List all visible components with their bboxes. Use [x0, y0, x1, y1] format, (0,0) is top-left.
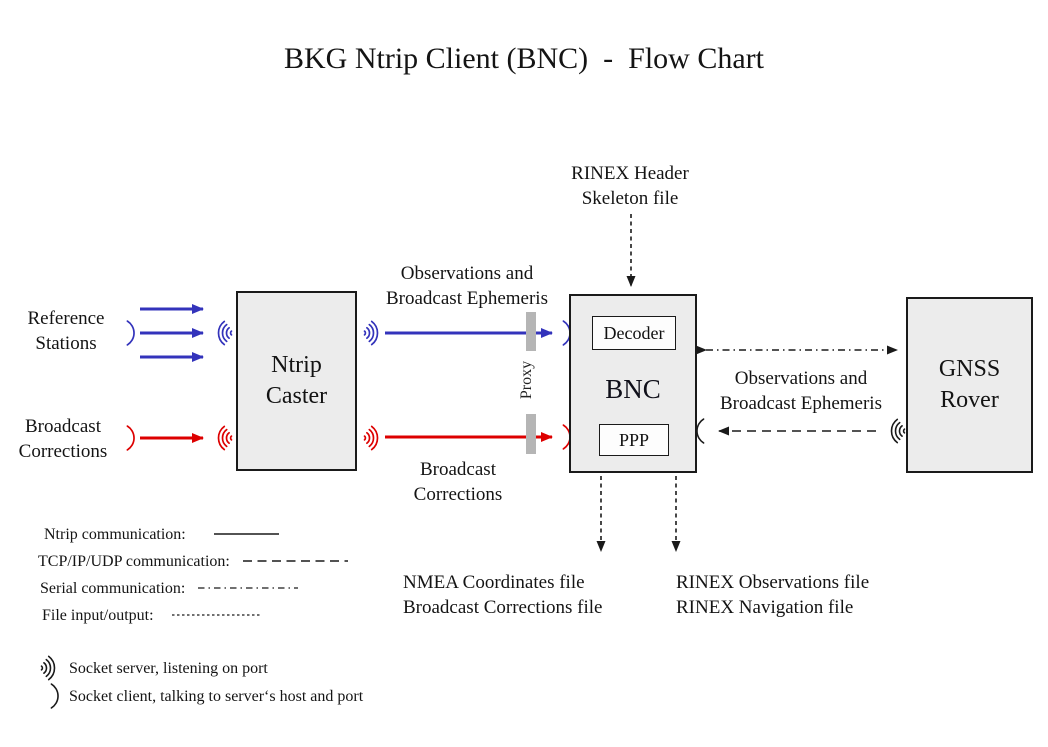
proxy-label: Proxy [518, 360, 535, 400]
bnc-label: BNC [605, 374, 661, 404]
page-title: BKG Ntrip Client (BNC) - Flow Chart [284, 42, 764, 75]
socket-server-icon [40, 655, 56, 681]
node-label: GNSS [938, 356, 1001, 382]
node-label: Rover [940, 387, 999, 413]
node-gnss-rover: GNSS Rover [906, 297, 1033, 473]
node-label: Ntrip [271, 352, 322, 378]
socket-server-icon [363, 320, 379, 346]
label-rinex-output-files: RINEX Observations file RINEX Navigation… [676, 572, 870, 618]
legend-socket-server: Socket server, listening on port [69, 660, 268, 677]
node-label: PPP [618, 429, 650, 450]
node-ntrip-caster: Ntrip Caster [236, 291, 357, 471]
node-label: Decoder [603, 322, 665, 343]
socket-server-icon [217, 425, 233, 451]
legend-socket-client: Socket client, talking to server‘s host … [69, 688, 364, 705]
label-observations-ephemeris-right: Observations and Broadcast Ephemeris [720, 368, 882, 414]
socket-server-icon [890, 418, 906, 444]
label-broadcast-corrections-mid: Broadcast Corrections [413, 459, 503, 505]
socket-client-icon [696, 418, 705, 444]
socket-client-icon [50, 683, 59, 709]
node-ppp: PPP [599, 424, 669, 456]
arrows-reference-to-caster [140, 304, 204, 362]
legend-item-file-io: File input/output: [42, 607, 154, 624]
socket-client-icon [126, 425, 135, 451]
label-broadcast-corrections-source: Broadcast Corrections [18, 416, 108, 462]
node-label: Caster [265, 383, 328, 409]
label-nmea-output-files: NMEA Coordinates file Broadcast Correcti… [403, 572, 603, 618]
label-observations-ephemeris-top: Observations and Broadcast Ephemeris [386, 263, 548, 309]
legend-item-serial: Serial communication: [40, 580, 186, 597]
label-reference-stations: Reference Stations [27, 308, 105, 354]
legend-item-ntrip: Ntrip communication: [44, 526, 186, 543]
legend-item-tcp: TCP/IP/UDP communication: [38, 553, 230, 570]
socket-server-icon [217, 320, 233, 346]
socket-server-icon [363, 425, 379, 451]
proxy-bar [526, 414, 536, 454]
proxy-bar [526, 312, 536, 351]
socket-client-icon [126, 320, 135, 346]
node-decoder: Decoder [592, 316, 676, 350]
label-rinex-header-skeleton: RINEX Header Skeleton file [571, 163, 689, 209]
